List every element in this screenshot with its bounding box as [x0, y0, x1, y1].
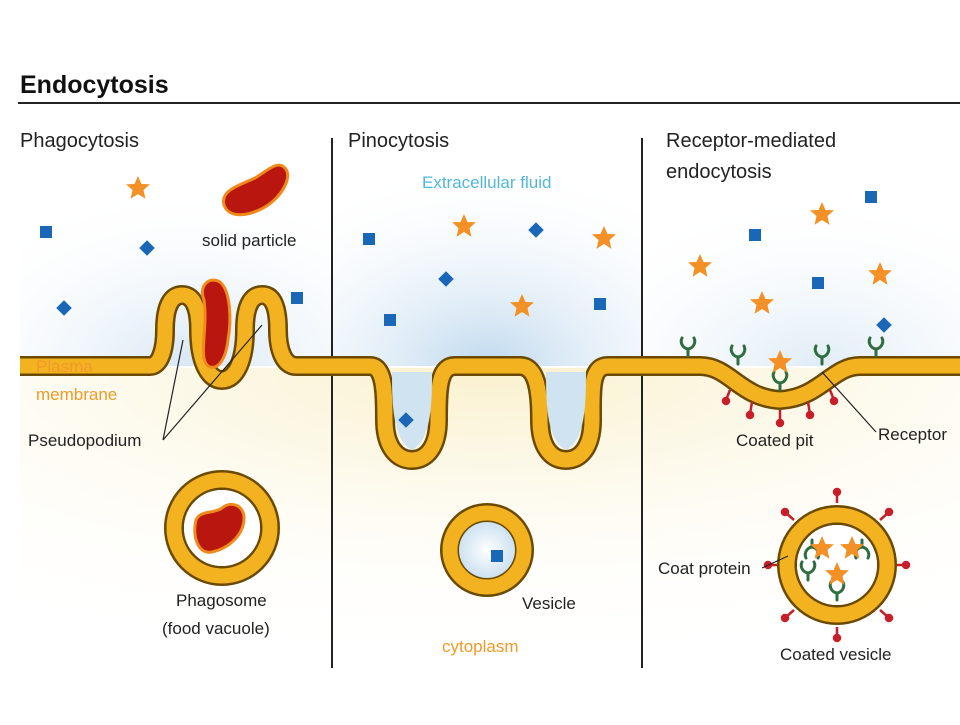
- pino-vesicle-membrane: [442, 505, 532, 595]
- square-molecule: [384, 314, 396, 326]
- heading-pinocytosis: Pinocytosis: [348, 130, 449, 152]
- phagosome-membrane: [166, 472, 278, 584]
- pino-vesicle-interior: [459, 522, 515, 578]
- solid-particle-shape: [222, 163, 290, 217]
- square-molecule: [40, 226, 52, 238]
- square-molecule: [491, 550, 503, 562]
- square-molecule: [749, 229, 761, 241]
- label-vesicle: Vesicle: [522, 594, 576, 613]
- page-title: Endocytosis: [20, 71, 169, 99]
- label-plasma-line2: membrane: [36, 385, 117, 404]
- heading-phagocytosis: Phagocytosis: [20, 130, 139, 152]
- heading-receptor-line2: endocytosis: [666, 161, 772, 183]
- heading-receptor-line1: Receptor-mediated: [666, 130, 836, 152]
- label-phagosome-line1: Phagosome: [176, 591, 267, 610]
- receptor-pointer: [821, 371, 877, 433]
- pseudopodium-pointer-2: [162, 324, 263, 441]
- label-coated-pit: Coated pit: [736, 431, 814, 450]
- square-molecule: [865, 191, 877, 203]
- label-extracellular-fluid: Extracellular fluid: [422, 173, 551, 192]
- plasma-membrane: [20, 285, 960, 470]
- square-molecule: [812, 277, 824, 289]
- label-receptor: Receptor: [878, 425, 947, 444]
- phagocytosis-panel: solid particle Plasma membrane Pseudopod…: [28, 163, 303, 638]
- label-coated-vesicle: Coated vesicle: [780, 645, 892, 664]
- label-plasma-line1: Plasma: [36, 357, 93, 376]
- pseudopodium-pointer-1: [162, 339, 184, 441]
- label-pseudopodium: Pseudopodium: [28, 431, 141, 450]
- engulfed-particle-shape: [201, 278, 232, 369]
- label-phagosome-line2: (food vacuole): [162, 619, 270, 638]
- square-molecule: [291, 292, 303, 304]
- label-solid-particle: solid particle: [202, 231, 297, 250]
- receptor-mediated-panel: Coated pit Receptor: [658, 191, 947, 664]
- phagosome-particle: [193, 502, 246, 554]
- square-molecule: [594, 298, 606, 310]
- coat-proteins-pit: [721, 389, 839, 428]
- pinocytosis-panel: Extracellular fluid Vesicle cytoplasm: [363, 173, 616, 656]
- coated-vesicle-shape: [763, 487, 911, 643]
- coat-protein-pointer: [761, 555, 789, 569]
- square-molecule: [363, 233, 375, 245]
- label-cytoplasm: cytoplasm: [442, 637, 519, 656]
- label-coat-protein: Coat protein: [658, 559, 751, 578]
